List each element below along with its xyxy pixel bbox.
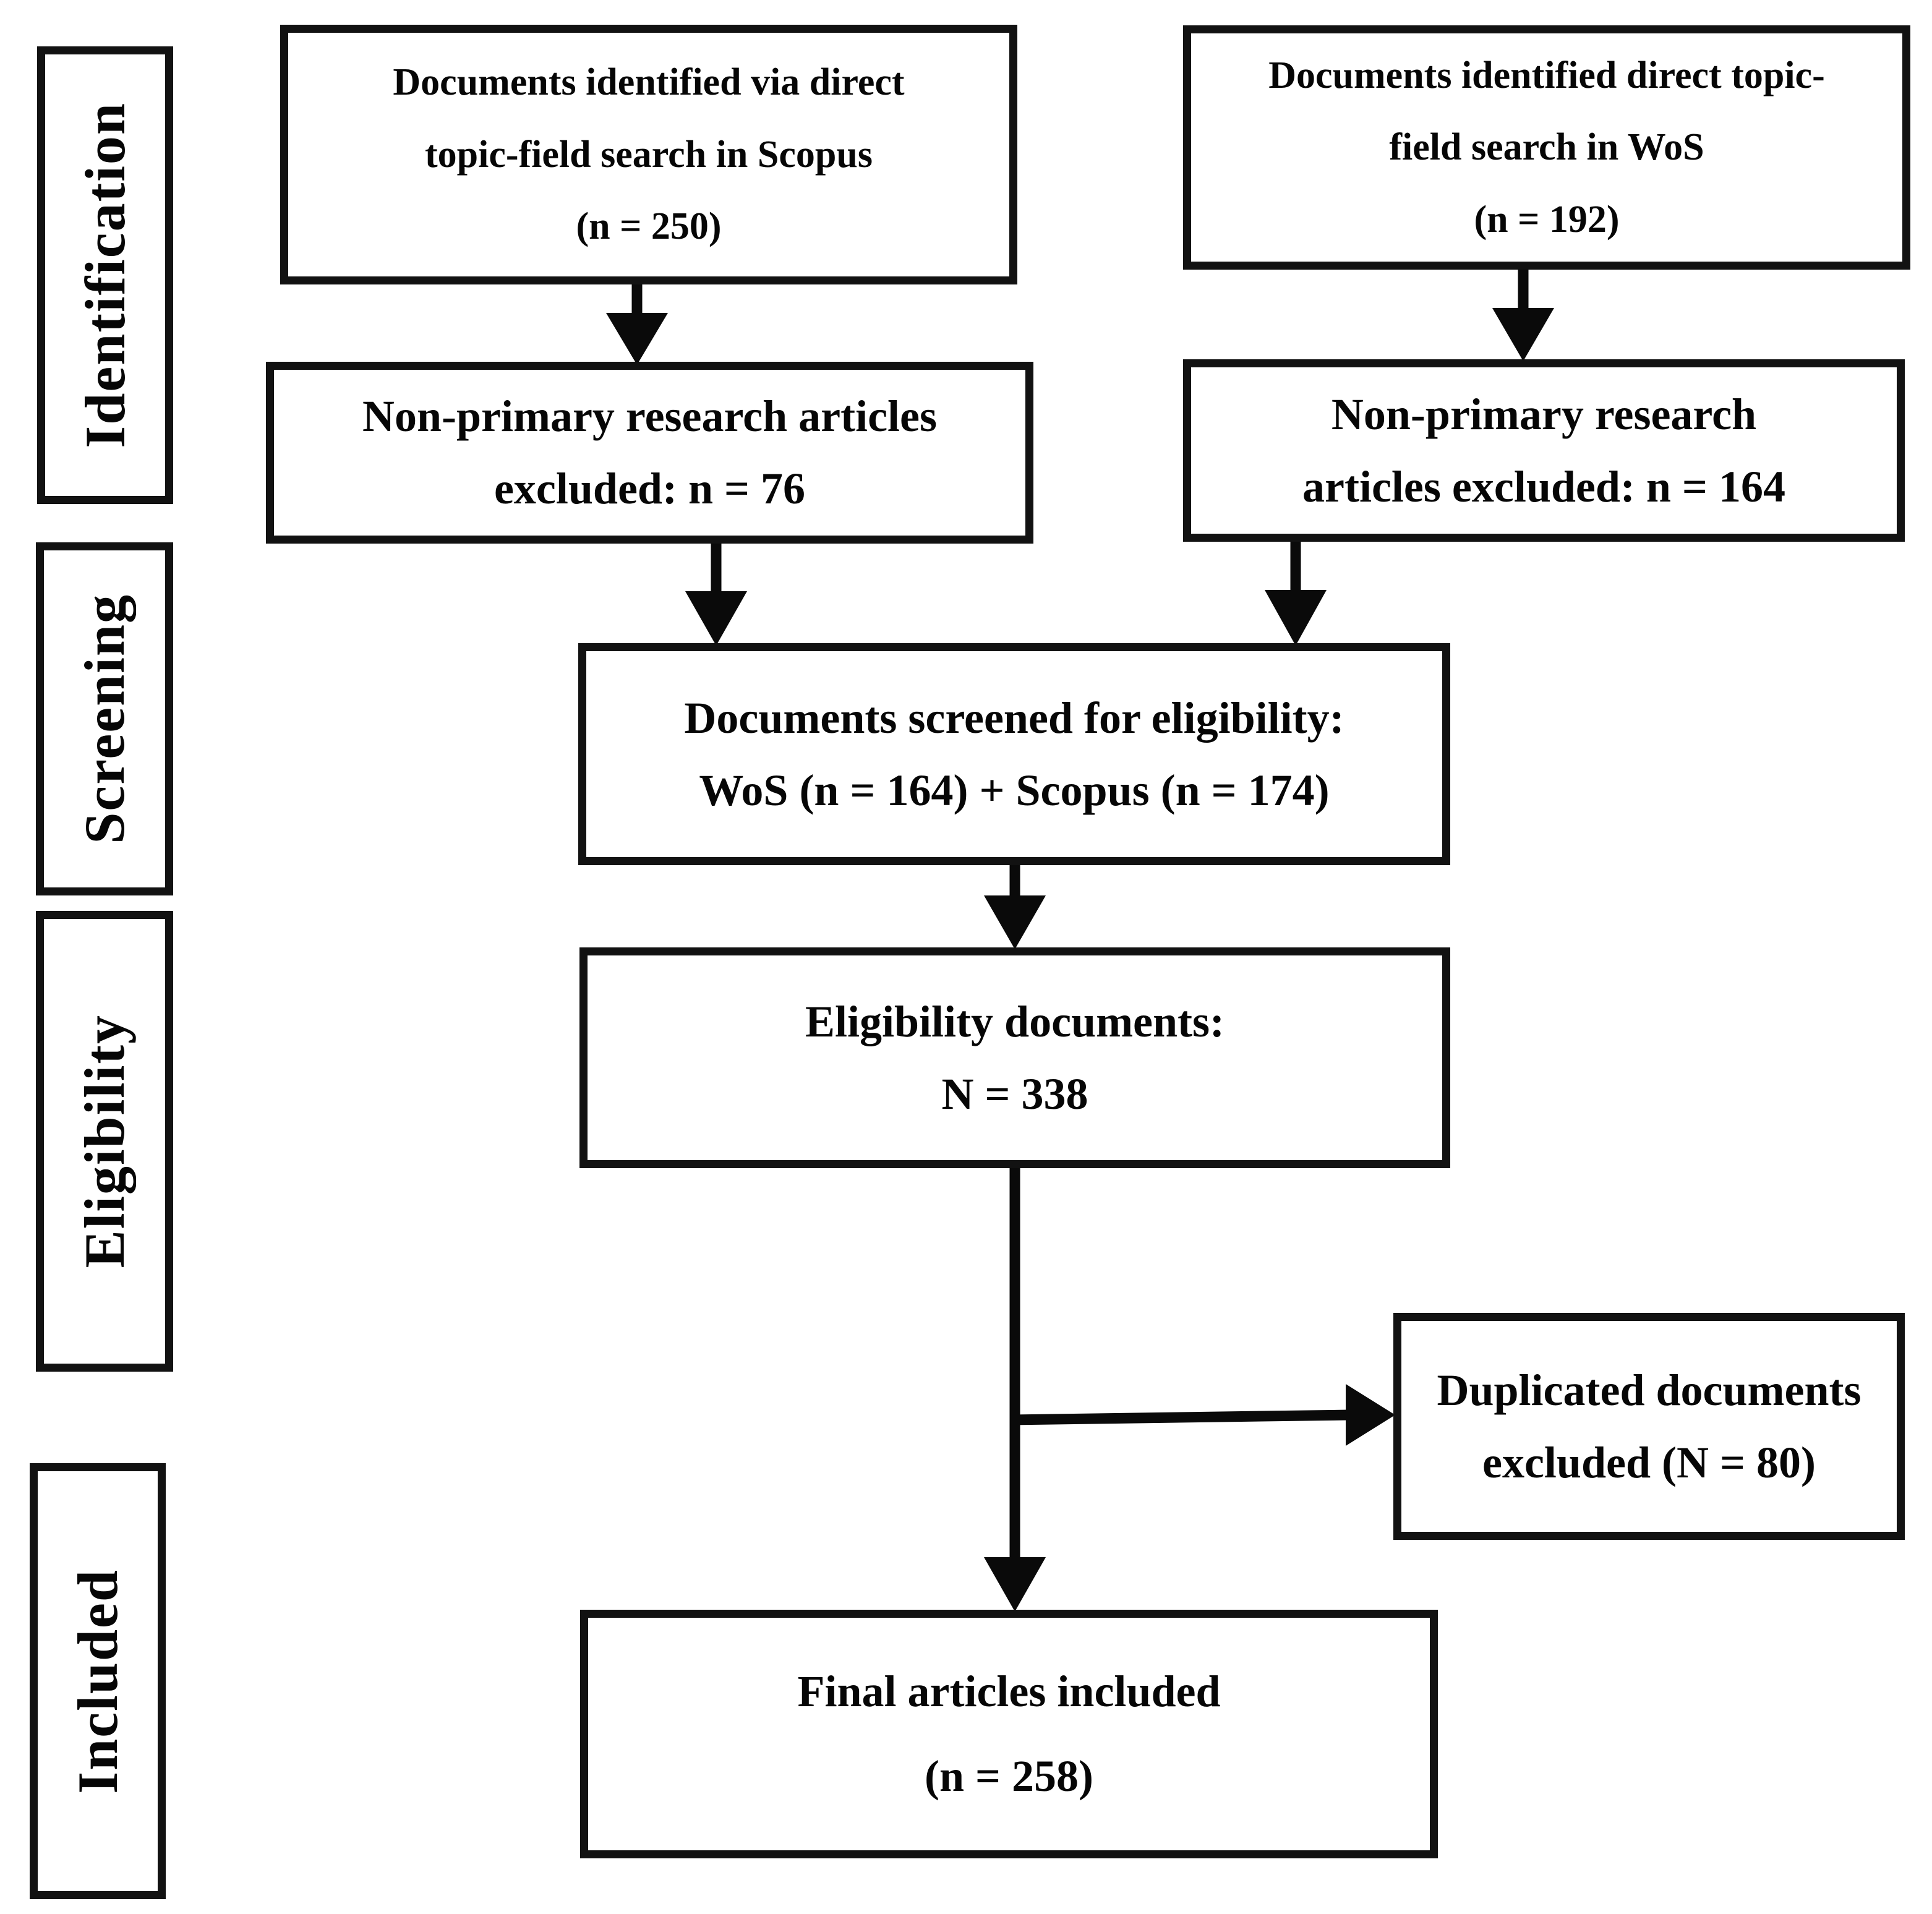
- arrow-scopus-to-excluded: [606, 284, 668, 365]
- box-duplicated-excluded: Duplicated documents excluded (N = 80): [1393, 1313, 1905, 1540]
- box-excluded-wos-line2: articles excluded: n = 164: [1302, 461, 1785, 511]
- box-identified-wos-line1: Documents identified direct topic-: [1268, 54, 1825, 96]
- box-eligibility-documents-line1: Eligibility documents:: [805, 996, 1225, 1046]
- box-eligibility-documents: Eligibility documents: N = 338: [579, 947, 1450, 1168]
- box-final-included-line1: Final articles included: [797, 1667, 1221, 1717]
- box-identified-scopus-line1: Documents identified via direct: [393, 61, 905, 104]
- box-excluded-scopus-line1: Non-primary research articles: [362, 391, 938, 442]
- arrow-branch-to-duplicated: [1009, 1384, 1395, 1446]
- box-identified-wos-line3: (n = 192): [1474, 198, 1620, 241]
- stage-identification-label: Identification: [74, 102, 137, 448]
- stage-included-label: Included: [66, 1568, 129, 1794]
- arrow-wos-to-excluded: [1492, 270, 1554, 361]
- box-duplicated-excluded-line1: Duplicated documents: [1437, 1365, 1861, 1415]
- box-identified-scopus-line2: topic-field search in Scopus: [425, 133, 873, 176]
- arrow-excluded-scopus-to-screened: [685, 544, 747, 646]
- box-screened-line2: WoS (n = 164) + Scopus (n = 174): [699, 765, 1330, 815]
- box-screened: Documents screened for eligibility: WoS …: [578, 643, 1450, 865]
- arrow-eligibility-to-final: [984, 1168, 1046, 1612]
- box-eligibility-documents-line2: N = 338: [941, 1069, 1088, 1119]
- stage-included: Included: [30, 1463, 166, 1899]
- stage-identification: Identification: [37, 46, 173, 504]
- box-excluded-scopus: Non-primary research articles excluded: …: [266, 362, 1033, 544]
- box-excluded-wos-line1: Non-primary research: [1331, 389, 1757, 439]
- box-identified-wos-line2: field search in WoS: [1389, 126, 1704, 169]
- box-final-included: Final articles included (n = 258): [580, 1610, 1438, 1858]
- box-identified-wos: Documents identified direct topic- field…: [1183, 25, 1910, 270]
- stage-screening-label: Screening: [73, 594, 136, 844]
- stage-screening: Screening: [36, 542, 173, 895]
- box-identified-scopus-line3: (n = 250): [576, 205, 722, 248]
- stage-eligibility: Eligibility: [36, 911, 173, 1372]
- stage-eligibility-label: Eligibility: [73, 1014, 136, 1268]
- arrow-screened-to-eligibility: [984, 865, 1046, 949]
- box-duplicated-excluded-line2: excluded (N = 80): [1482, 1437, 1816, 1487]
- box-excluded-scopus-line2: excluded: n = 76: [494, 464, 806, 513]
- box-screened-line1: Documents screened for eligibility:: [684, 693, 1344, 743]
- arrow-excluded-wos-to-screened: [1265, 542, 1327, 646]
- box-excluded-wos: Non-primary research articles excluded: …: [1183, 359, 1905, 542]
- box-final-included-line2: (n = 258): [924, 1751, 1094, 1801]
- box-identified-scopus: Documents identified via direct topic-fi…: [280, 25, 1017, 284]
